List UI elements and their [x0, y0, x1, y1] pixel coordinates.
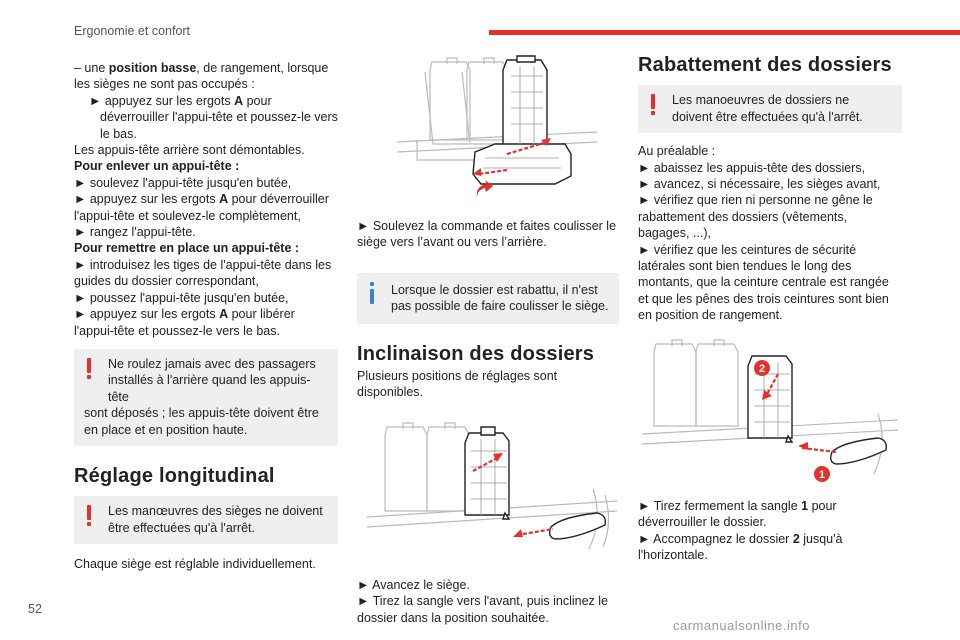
fold-step-2: ► Accompagnez le dossier 2 jusqu'à l'hor… [638, 531, 843, 562]
prelim-step-4: ► vérifiez que les ceintures de sécurité… [638, 242, 889, 323]
column-1: – une position basse, de rangement, lors… [74, 60, 338, 573]
column-2: ► Soulevez la commande et faites couliss… [357, 52, 619, 626]
info-icon [369, 281, 375, 304]
recline-step-2: ► Tirez la sangle vers l'avant, puis inc… [357, 594, 608, 625]
prelim-title: Au préalable : [638, 144, 716, 159]
recline-step-1: ► Avancez le siège. [357, 577, 470, 592]
remove-step-2: ► appuyez sur les ergots A pour déverrou… [74, 192, 329, 223]
warning-icon [86, 357, 92, 380]
seat-slide-illustration [396, 55, 598, 198]
watermark: carmanualsonline.info [673, 618, 810, 633]
warning-headrest-text-1: Ne roulez jamais avec des passagers inst… [108, 356, 316, 404]
individual-text: Chaque siège est réglable individuelleme… [74, 557, 316, 572]
warning-stopped-text: Les manœuvres des sièges ne doivent être… [108, 504, 323, 535]
low-position-step: ► appuyez sur les ergots A pour déverrou… [89, 93, 338, 141]
warning-headrest: Ne roulez jamais avec des passagers inst… [74, 348, 338, 446]
slide-step: ► Soulevez la commande et faites couliss… [357, 219, 617, 250]
prelim-step-3: ► vérifiez que rien ni personne ne gêne … [638, 193, 873, 241]
warning-icon [650, 94, 656, 116]
warning-icon [86, 505, 92, 527]
prelim-step-1: ► abaissez les appuis-tête des dossiers, [638, 160, 866, 175]
section-heading-recline: Inclinaison des dossiers [357, 342, 595, 365]
warning-folding: Les manoeuvres de dossiers ne doivent êt… [638, 85, 902, 134]
page-number: 52 [28, 602, 42, 616]
svg-text:2: 2 [759, 363, 765, 375]
warning-stopped: Les manœuvres des sièges ne doivent être… [74, 496, 338, 545]
warning-folding-text: Les manoeuvres de dossiers ne doivent êt… [672, 93, 863, 124]
seat-fold-illustration: 2 1 [641, 339, 899, 482]
refit-step-1: ► introduisez les tiges de l'appui-tête … [74, 257, 332, 289]
callout-1: 1 [814, 465, 830, 482]
warning-headrest-text-2: sont déposés ; les appuis-tête doivent ê… [84, 406, 319, 437]
section-title: Ergonomie et confort [74, 24, 191, 38]
seat-recline-illustration [366, 422, 618, 550]
remove-title: Pour enlever un appui-tête : [74, 159, 240, 174]
fold-step-1: ► Tirez fermement la sangle 1 pour déver… [638, 498, 837, 530]
section-heading-longitudinal: Réglage longitudinal [74, 464, 275, 487]
refit-step-2: ► poussez l'appui-tête jusqu'en butée, [74, 290, 289, 305]
remove-step-1: ► soulevez l'appui-tête jusqu'en butée, [74, 175, 292, 190]
prelim-step-2: ► avancez, si nécessaire, les sièges ava… [638, 177, 881, 192]
header-accent-bar [489, 30, 960, 35]
low-position-text: – une position basse, de rangement, lors… [74, 61, 329, 92]
info-note-text: Lorsque le dossier est rabattu, il n'est… [391, 282, 609, 314]
removable-text: Les appuis-tête arrière sont démontables… [74, 143, 305, 158]
positions-text: Plusieurs positions de réglages sont dis… [357, 369, 558, 400]
refit-title: Pour remettre en place un appui-tête : [74, 241, 300, 256]
info-note: Lorsque le dossier est rabattu, il n'est… [357, 272, 619, 324]
refit-step-3: ► appuyez sur les ergots A pour libérer … [74, 307, 295, 338]
svg-text:1: 1 [819, 469, 825, 481]
section-heading-folding: Rabattement des dossiers [638, 54, 892, 76]
remove-step-3: ► rangez l'appui-tête. [74, 225, 196, 240]
column-3: Rabattement des dossiers Les manoeuvres … [638, 54, 902, 563]
callout-2: 2 [754, 359, 770, 376]
